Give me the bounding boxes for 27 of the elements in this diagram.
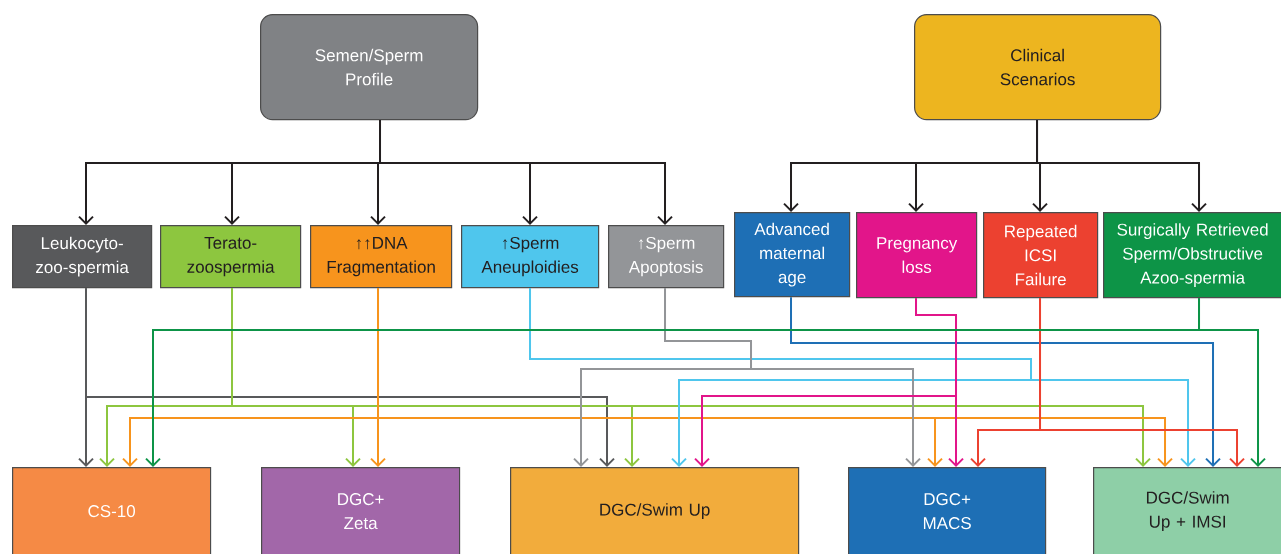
- arrow: [664, 287, 921, 467]
- profile-box: ↑Sperm Apoptosis: [608, 225, 725, 289]
- profile-box: ↑↑DNA Fragmentation: [310, 225, 453, 289]
- method-box: DGC/Swim Up + IMSI: [1093, 467, 1281, 554]
- category-box: Semen/Sperm Profile: [260, 14, 479, 121]
- scenario-box: Advanced maternal age: [734, 212, 851, 298]
- scenario-box: Surgically Retrieved Sperm/Obstructive Azoo-spermia: [1103, 212, 1281, 299]
- arrow: [915, 297, 964, 467]
- arrow: [529, 287, 1196, 467]
- method-box: DGC/Swim Up: [510, 467, 800, 554]
- scenario-box: Repeated ICSI Failure: [983, 212, 1099, 299]
- profile-box: Terato-zoospermia: [160, 225, 302, 289]
- profile-box: ↑Sperm Aneuploidies: [461, 225, 600, 289]
- scenario-box: Pregnancy loss: [856, 212, 978, 299]
- arrow: [790, 296, 1221, 467]
- arrow: [379, 119, 673, 225]
- arrow: [377, 287, 1173, 467]
- method-box: DGC+ MACS: [848, 467, 1047, 554]
- arrow: [1039, 297, 1245, 467]
- arrow: [231, 287, 1151, 467]
- arrow: [85, 287, 615, 467]
- category-box: Clinical Scenarios: [914, 14, 1162, 121]
- profile-box: Leukocyto-zoo-spermia: [12, 225, 153, 289]
- arrow: [1036, 119, 1207, 212]
- method-box: DGC+ Zeta: [261, 467, 461, 554]
- method-box: CS-10: [12, 467, 212, 554]
- arrow: [1198, 297, 1266, 467]
